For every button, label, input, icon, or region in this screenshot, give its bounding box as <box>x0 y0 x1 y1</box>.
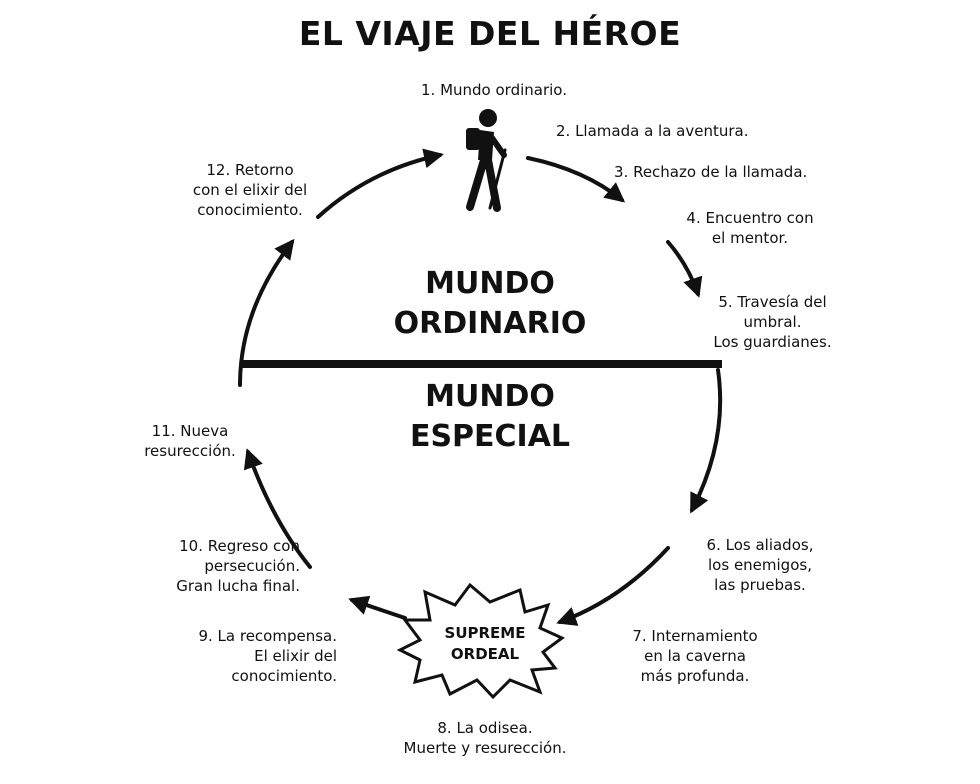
hiker-icon <box>466 109 507 212</box>
stage-8: 8. La odisea. Muerte y resurección. <box>403 719 567 757</box>
arrow-11-to-12 <box>238 238 295 387</box>
arrow-8-to-9 <box>348 595 407 620</box>
arrow-10-to-11 <box>243 448 312 569</box>
ordinary-world-label: MUNDO ORDINARIO <box>340 264 640 344</box>
stage-1: 1. Mundo ordinario. <box>421 81 567 99</box>
diagram-title: EL VIAJE DEL HÉROE <box>298 14 682 53</box>
arrow-12-to-1 <box>316 148 444 219</box>
stage-9: 9. La recompensa. El elixir del conocimi… <box>198 627 337 685</box>
special-world-label: MUNDO ESPECIAL <box>340 377 640 457</box>
arrow-4-to-5 <box>666 240 703 298</box>
ordinary-world-line2: ORDINARIO <box>393 306 587 341</box>
arrow-5-to-6 <box>690 368 723 514</box>
ordinary-world-line1: MUNDO <box>425 266 555 301</box>
stage-3: 3. Rechazo de la llamada. <box>614 163 808 181</box>
stage-6: 6. Los aliados, los enemigos, las prueba… <box>706 536 814 594</box>
stage-5: 5. Travesía del umbral. Los guardianes. <box>713 293 832 351</box>
stage-2: 2. Llamada a la aventura. <box>556 122 749 140</box>
stage-11: 11. Nueva resurección. <box>144 422 236 460</box>
arrow-6-to-7 <box>556 546 670 626</box>
supreme-ordeal-label: SUPREME ORDEAL <box>420 623 550 665</box>
arrow-1-to-3 <box>526 156 626 203</box>
ordeal-line1: SUPREME <box>444 624 526 642</box>
ordeal-line2: ORDEAL <box>450 645 520 663</box>
stage-7: 7. Internamiento en la caverna más profu… <box>632 627 758 685</box>
stage-12: 12. Retorno con el elixir del conocimien… <box>192 161 308 219</box>
special-world-line2: ESPECIAL <box>409 419 571 454</box>
special-world-line1: MUNDO <box>425 379 555 414</box>
stage-4: 4. Encuentro con el mentor. <box>686 209 814 247</box>
starburst-icon <box>396 582 565 700</box>
stage-10: 10. Regreso con persecución. Gran lucha … <box>176 537 300 595</box>
